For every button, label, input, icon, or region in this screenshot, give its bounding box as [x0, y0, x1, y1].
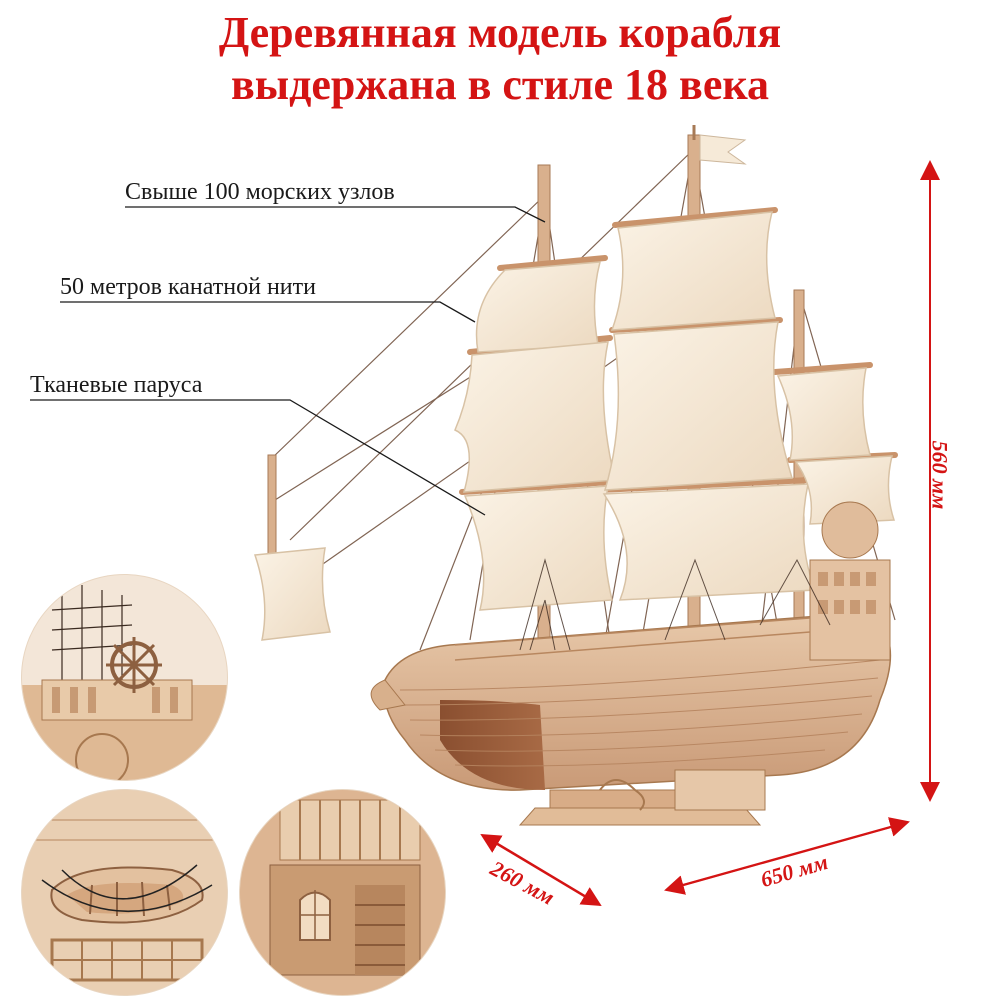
flag	[699, 134, 747, 165]
callout-knots: Свыше 100 морских узлов	[125, 179, 395, 205]
detail-inset-lifeboat	[22, 790, 227, 995]
dimension-height-label: 560 мм	[927, 440, 953, 510]
title-line-1: Деревянная модель корабля	[218, 8, 782, 57]
title-line-2: выдержана в стиле 18 века	[230, 60, 770, 109]
callout-rope: 50 метров канатной нити	[60, 274, 316, 300]
dimension-arrows	[480, 160, 940, 907]
hull	[370, 501, 892, 791]
callout-leaders	[30, 206, 546, 516]
stand	[518, 769, 766, 826]
detail-inset-cabin	[240, 790, 445, 995]
sails	[253, 211, 896, 641]
detail-inset-stern	[22, 575, 227, 780]
callout-sails: Тканевые паруса	[30, 372, 203, 398]
